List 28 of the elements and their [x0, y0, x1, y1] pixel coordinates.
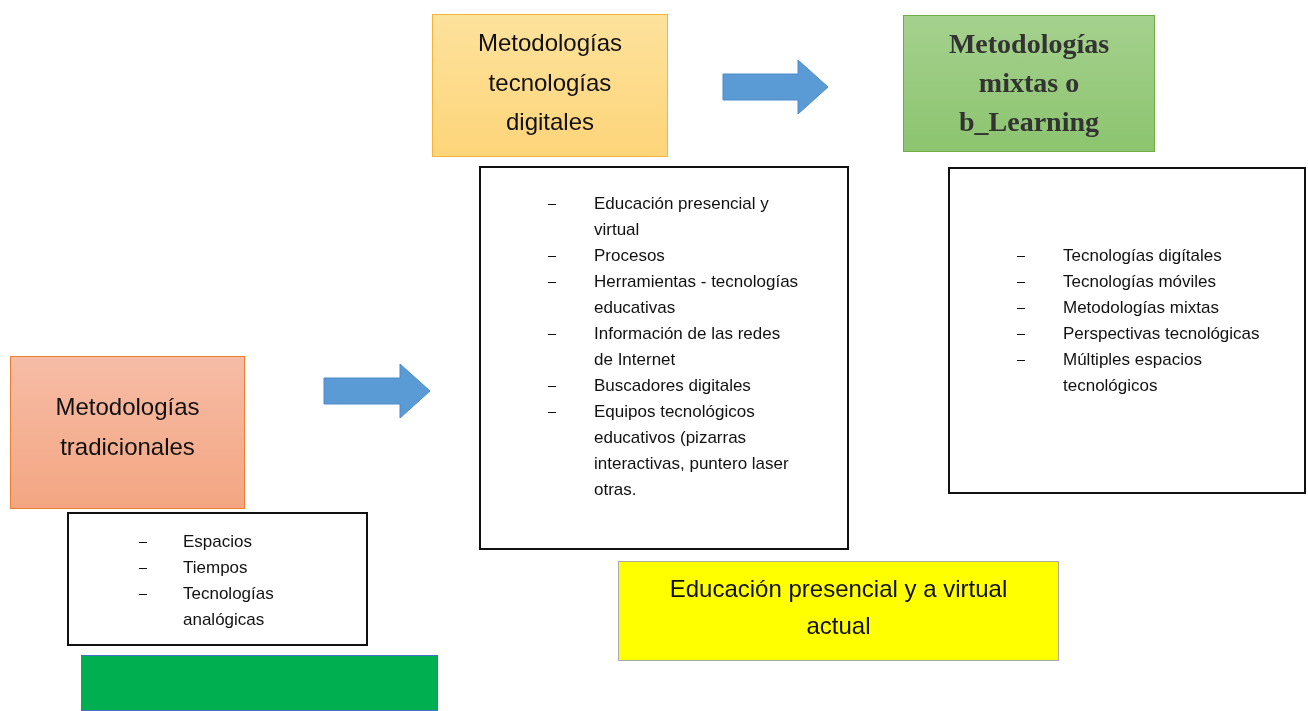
- box-title: Metodologías mixtas o b_Learning: [947, 27, 1111, 140]
- list-box: [948, 167, 1306, 494]
- list-item: Perspectivas tecnológicas: [1063, 324, 1260, 343]
- list-item: Metodologías mixtas: [1063, 298, 1219, 317]
- block-arrow: [323, 363, 431, 419]
- bar-shape: [81, 655, 438, 711]
- list-box: [67, 512, 368, 646]
- methodology-box: [903, 15, 1155, 152]
- note-text: Educación presencial y a virtual actual: [668, 574, 1009, 642]
- block-arrow: [722, 59, 829, 115]
- list-item: Herramientas - tecnologías educativas: [594, 272, 799, 317]
- list-item: Información de las redes de Internet: [594, 324, 781, 369]
- list-item: Tecnologías analógicas: [183, 584, 274, 629]
- list-item: Tecnologías móviles: [1063, 272, 1217, 291]
- list-item: Espacios: [183, 532, 252, 551]
- list-item: Buscadores digitales: [594, 376, 751, 395]
- list-item: Procesos: [594, 246, 665, 265]
- box-title: Metodologías tradicionales: [54, 392, 201, 462]
- methodology-box: [10, 356, 245, 509]
- methodology-box: [432, 14, 668, 157]
- list-item: Equipos tecnológicos educativos (pizarras interactivas, puntero laser otras.: [594, 402, 789, 499]
- list-item: Educación presencial y virtual: [594, 194, 769, 239]
- list-item: Múltiples espacios tecnológicos: [1063, 350, 1202, 395]
- note-box: [618, 561, 1059, 661]
- list-item: Tecnologías digítales: [1063, 246, 1222, 265]
- box-title: Metodologías tecnologías digitales: [476, 28, 624, 138]
- list-box: [479, 166, 849, 550]
- list-item: Tiempos: [183, 558, 248, 577]
